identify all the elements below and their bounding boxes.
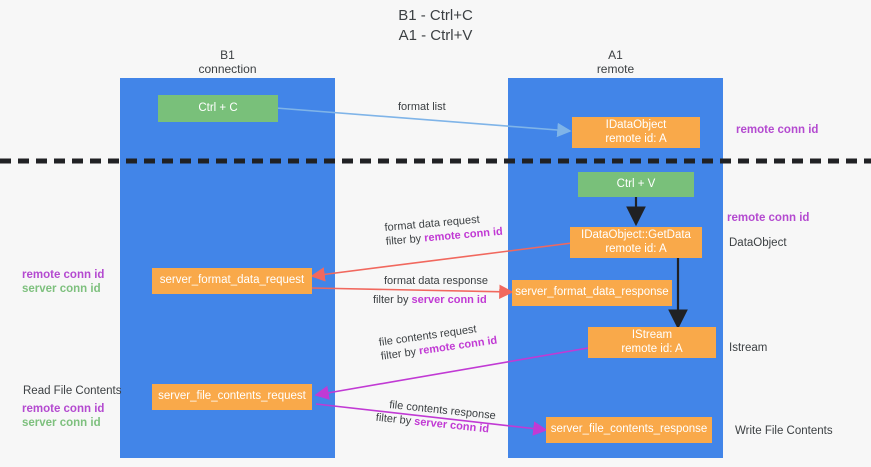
node-server-format-data-request[interactable]: server_format_data_request xyxy=(152,268,312,294)
node-istream-sub: remote id: A xyxy=(621,342,683,355)
node-idataobject-remote-sub: remote id: A xyxy=(605,132,667,145)
node-idataobject-getdata[interactable]: IDataObject::GetData remote id: A xyxy=(570,227,702,258)
column-heading-b1: B1 connection xyxy=(198,48,257,76)
node-server-format-data-request-label: server_format_data_request xyxy=(159,274,305,287)
annotation-write-file-contents: Write File Contents xyxy=(735,425,833,437)
annotation-read-file-contents: Read File Contents xyxy=(23,385,122,397)
node-ctrl-c[interactable]: Ctrl + C xyxy=(158,95,278,122)
edge-format-data-request xyxy=(310,242,573,282)
legend-remote-conn-id-2: remote conn id xyxy=(22,403,105,415)
node-istream-title: IStream xyxy=(631,329,673,341)
node-ctrl-v-label: Ctrl + V xyxy=(616,177,656,190)
page-title: B1 - Ctrl+C A1 - Ctrl+V xyxy=(398,7,473,44)
node-server-file-contents-request-label: server_file_contents_request xyxy=(158,390,306,403)
highlight-server-conn-id: server conn id xyxy=(411,294,487,306)
edge-label-format-data-response-filter: filter by server conn id xyxy=(373,294,487,306)
annotation-remote-conn-id-mid: remote conn id xyxy=(727,212,810,224)
node-idataobject-getdata-sub: remote id: A xyxy=(605,242,667,255)
annotation-istream: Istream xyxy=(729,342,768,354)
edge-label-format-list: format list xyxy=(398,101,446,113)
node-istream[interactable]: IStream remote id: A xyxy=(588,327,716,358)
edge-format-list xyxy=(275,107,572,138)
edge-file-contents-response xyxy=(315,403,548,436)
node-server-file-contents-response[interactable]: server_file_contents_response xyxy=(546,417,712,443)
edge-label-format-data-response-text: format data response xyxy=(384,275,488,287)
edge-file-contents-request xyxy=(314,347,589,400)
node-ctrl-c-label: Ctrl + C xyxy=(198,101,238,114)
legend-server-conn-id-2: server conn id xyxy=(22,417,101,429)
column-heading-a1: A1 remote xyxy=(596,48,635,76)
edge-format-data-response xyxy=(311,284,514,299)
node-server-format-data-response-label: server_format_data_response xyxy=(515,286,669,299)
node-idataobject-getdata-title: IDataObject::GetData xyxy=(581,229,691,241)
node-idataobject-remote[interactable]: IDataObject remote id: A xyxy=(572,117,700,148)
node-idataobject-remote-title: IDataObject xyxy=(605,119,667,131)
annotation-remote-conn-id-top: remote conn id xyxy=(736,124,819,136)
node-ctrl-v[interactable]: Ctrl + V xyxy=(578,172,694,197)
legend-remote-conn-id: remote conn id xyxy=(22,269,105,281)
legend-server-conn-id: server conn id xyxy=(22,283,101,295)
node-server-file-contents-request[interactable]: server_file_contents_request xyxy=(152,384,312,410)
node-server-format-data-response[interactable]: server_format_data_response xyxy=(512,280,672,306)
node-server-file-contents-response-label: server_file_contents_response xyxy=(550,423,708,436)
edge-label-format-data-response: format data response filter by server co… xyxy=(373,274,488,307)
annotation-dataobject: DataObject xyxy=(729,237,787,249)
